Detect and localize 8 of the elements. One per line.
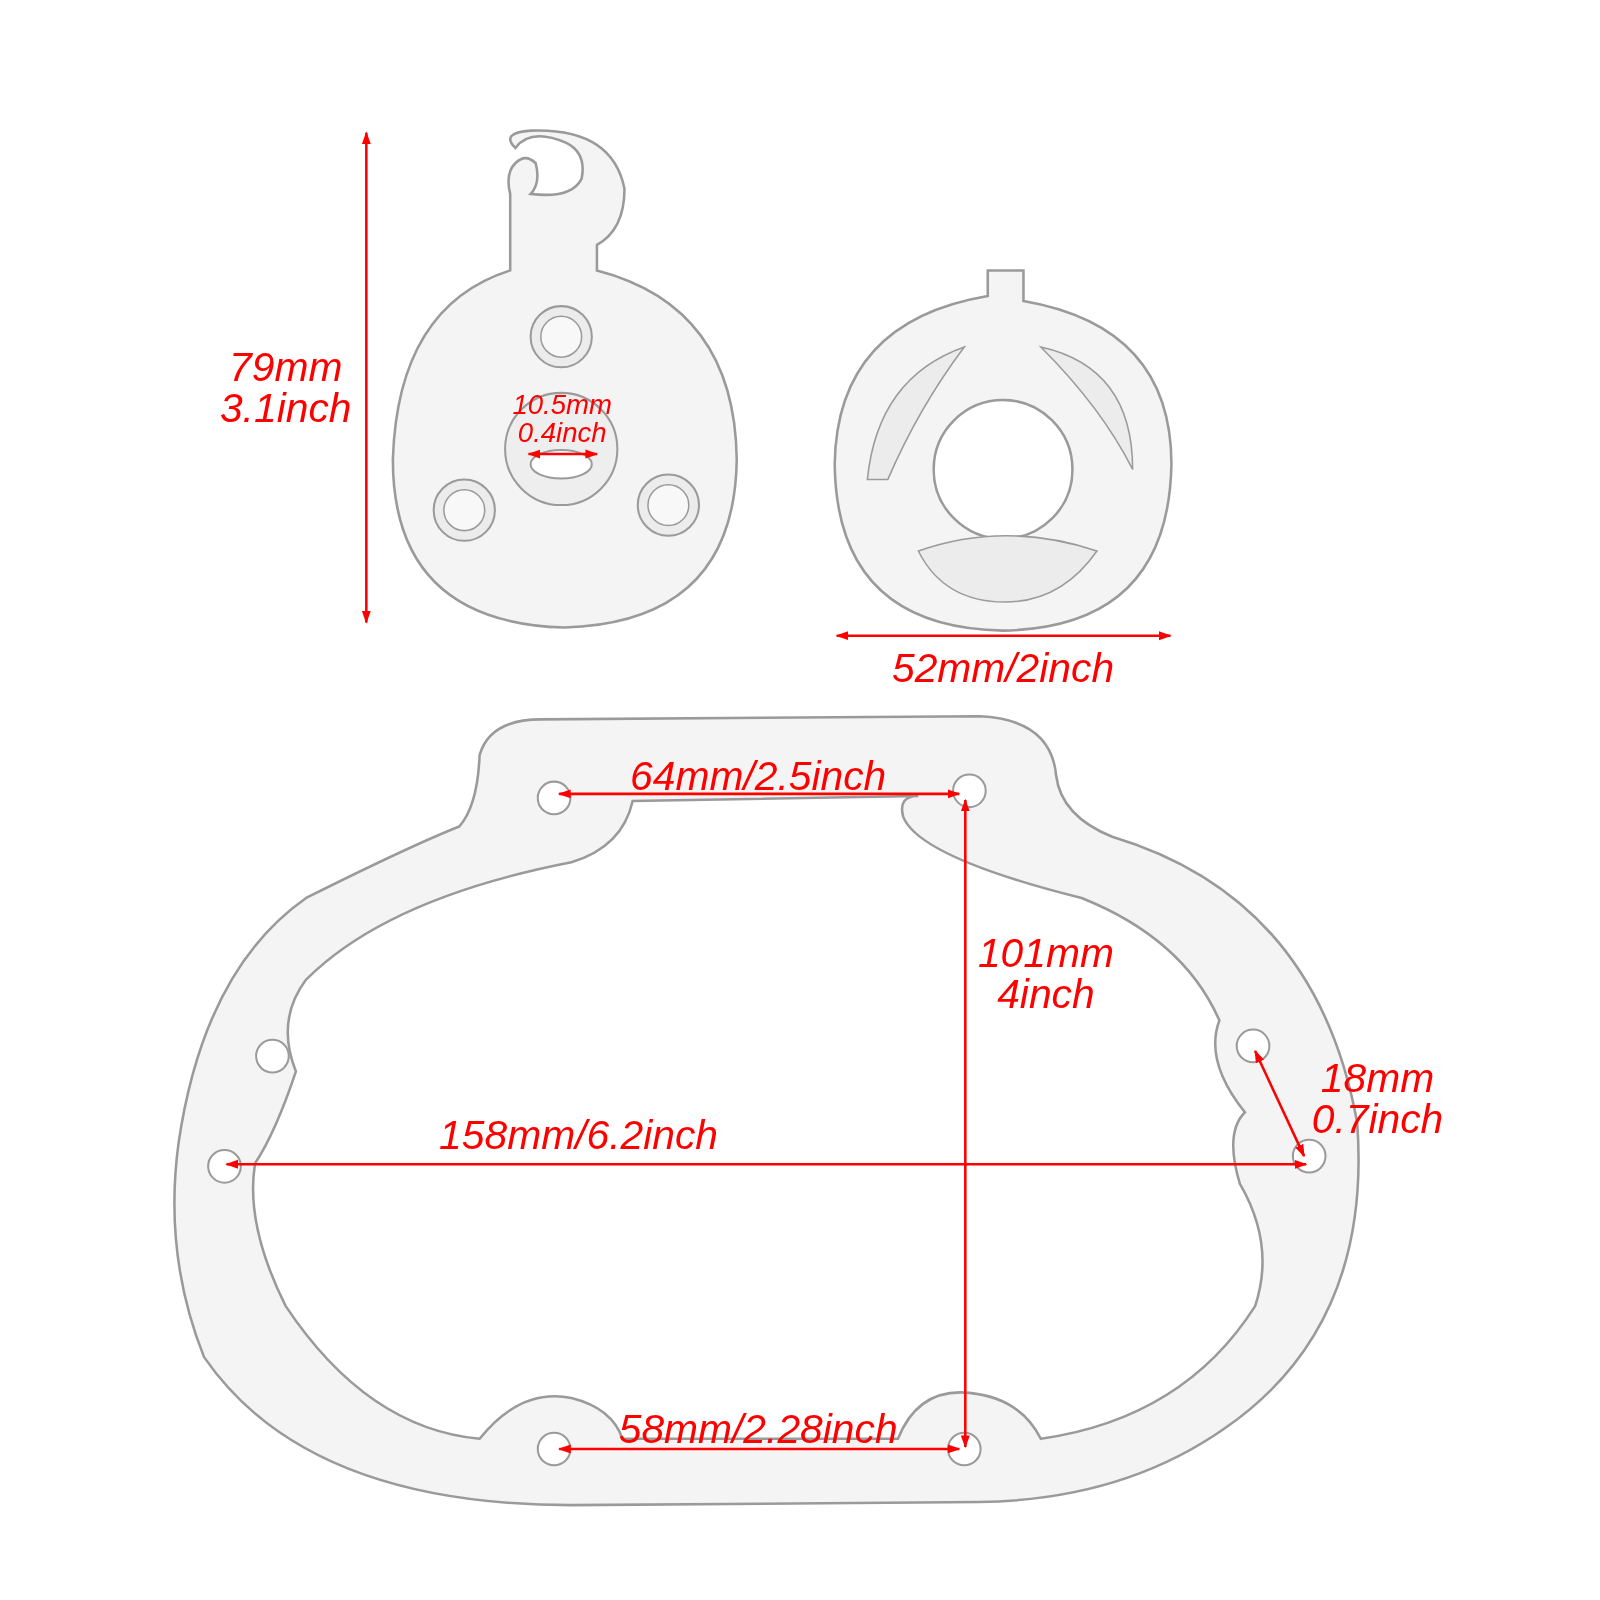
dimension-label: 79mm 3.1inch [218, 346, 353, 429]
dimension-label: 52mm/2inch [891, 647, 1115, 689]
dimension-label: 158mm/6.2inch [439, 1114, 719, 1156]
dimension-label: 18mm 0.7inch [1310, 1058, 1445, 1140]
dimension-label: 64mm/2.5inch [630, 755, 887, 796]
dimension-label: 58mm/2.28inch [618, 1408, 898, 1449]
dimension-label: 101mm 4inch [976, 933, 1115, 1016]
dimension-label: 10.5mm 0.4inch [511, 391, 613, 447]
